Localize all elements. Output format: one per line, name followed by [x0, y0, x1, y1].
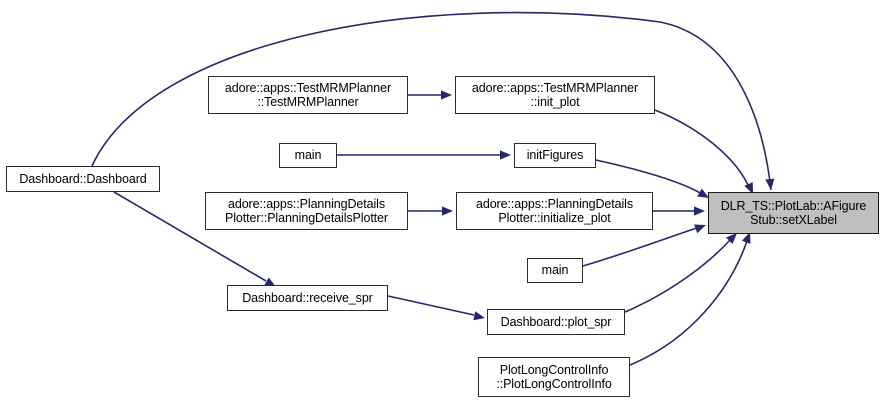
edge-dashboard_receive_spr-to-dashboard_plot_spr [387, 295, 475, 316]
node-dashboard-dashboard[interactable]: Dashboard::Dashboard [6, 166, 160, 192]
arrowhead-main_top-to-initfigures [500, 150, 511, 160]
node-label: adore::apps::TestMRMPlanner ::TestMRMPla… [224, 80, 392, 110]
node-label: adore::apps::TestMRMPlanner ::init_plot [471, 80, 639, 110]
node-label: main [541, 263, 569, 278]
node-main-mid[interactable]: main [527, 258, 583, 283]
node-label: adore::apps::PlanningDetails Plotter::Pl… [225, 196, 388, 226]
arrowhead-planningdetailsplotter_ctor-to-planningdetailsplotter_initializeplot [442, 206, 453, 216]
edge-main_mid-to-setxlabel [582, 227, 698, 267]
node-adore-apps-planningdetailsplotter-initialize-plot[interactable]: adore::apps::PlanningDetails Plotter::in… [456, 192, 653, 230]
node-initfigures[interactable]: initFigures [514, 143, 596, 168]
arrowhead-main_mid-to-setxlabel [694, 224, 706, 234]
node-plotlongcontrolinfo-plotlongcontrolinfo[interactable]: PlotLongControlInfo ::PlotLongControlInf… [478, 357, 630, 397]
node-label: PlotLongControlInfo ::PlotLongControlInf… [496, 362, 612, 392]
edge-dashboard_ctor-to-setxlabel [91, 11, 772, 191]
node-label: Dashboard::plot_spr [500, 314, 612, 329]
node-dashboard-plot-spr[interactable]: Dashboard::plot_spr [487, 309, 625, 335]
node-label: DLR_TS::PlotLab::AFigure Stub::setXLabel [720, 198, 867, 228]
arrowhead-dashboard_ctor-to-setxlabel [765, 178, 775, 190]
edge-initfigures-to-setxlabel [595, 159, 703, 195]
node-dlr-ts-plotlab-afigurestub-setxlabel[interactable]: DLR_TS::PlotLab::AFigure Stub::setXLabel [708, 192, 879, 234]
node-adore-apps-testmrmplanner-init-plot[interactable]: adore::apps::TestMRMPlanner ::init_plot [455, 76, 655, 114]
node-label: Dashboard::Dashboard [19, 171, 147, 186]
arrowhead-testmrmplanner_ctor-to-testmrmplanner_initplot [441, 90, 452, 100]
arrowhead-dashboard_receive_spr-to-dashboard_plot_spr [473, 311, 485, 321]
node-label: Dashboard::receive_spr [242, 290, 373, 305]
edge-dashboard_plot_spr-to-setxlabel [624, 239, 731, 313]
node-adore-apps-planningdetailsplotter-planningdetailsplotter[interactable]: adore::apps::PlanningDetails Plotter::Pl… [205, 192, 408, 230]
edge-plotlongcontrolinfo_ctor-to-setxlabel [629, 240, 748, 366]
arrowhead-planningdetailsplotter_initializeplot-to-setxlabel [694, 206, 705, 216]
edge-testmrmplanner_initplot-to-setxlabel [654, 109, 750, 188]
node-label: main [294, 148, 322, 163]
node-label: adore::apps::PlanningDetails Plotter::in… [475, 196, 634, 226]
node-main-top[interactable]: main [279, 143, 337, 168]
node-label: initFigures [526, 148, 584, 163]
node-adore-apps-testmrmplanner-testmrmplanner[interactable]: adore::apps::TestMRMPlanner ::TestMRMPla… [208, 76, 408, 114]
node-dashboard-receive-spr[interactable]: Dashboard::receive_spr [227, 285, 388, 311]
